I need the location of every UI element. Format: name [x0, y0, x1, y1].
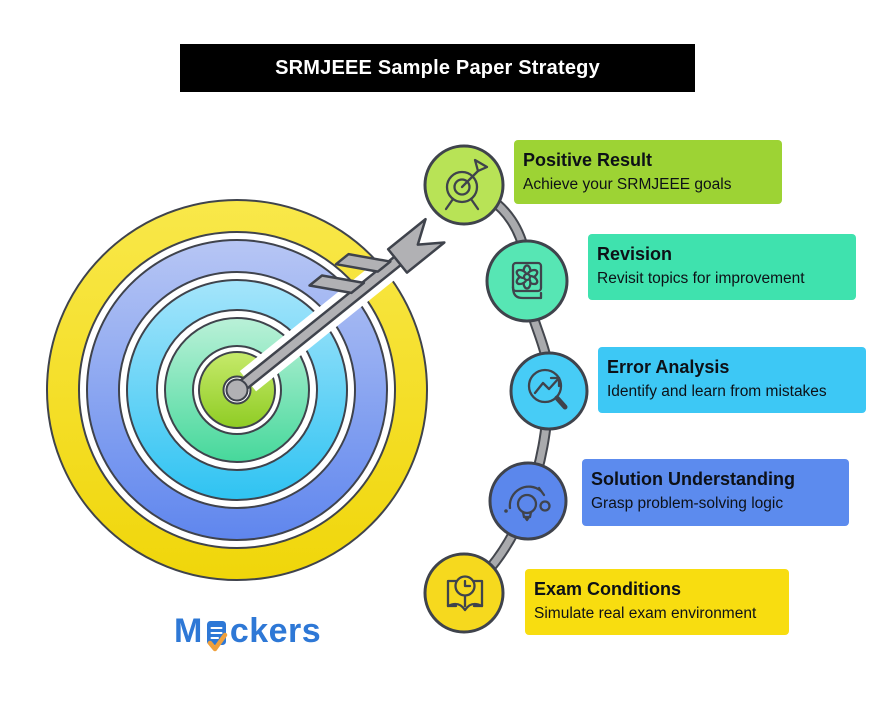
step-box-revision: Revision Revisit topics for improvement: [588, 234, 856, 300]
step-description: Revisit topics for improvement: [597, 270, 805, 287]
step-box-positive-result: Positive Result Achieve your SRMJEEE goa…: [514, 140, 782, 204]
arrow-nock: [386, 217, 446, 274]
step-description: Simulate real exam environment: [534, 605, 757, 622]
step-box-exam-conditions: Exam Conditions Simulate real exam envir…: [525, 569, 789, 635]
step-heading: Solution Understanding: [591, 469, 795, 489]
lightbulb-icon: [488, 461, 568, 541]
page-title: SRMJEEE Sample Paper Strategy: [275, 56, 600, 79]
arrow-icon: [225, 213, 453, 402]
step-description: Grasp problem-solving logic: [591, 495, 784, 512]
step-heading: Positive Result: [523, 150, 653, 170]
logo-text-suffix: ckers: [229, 612, 322, 650]
book-gear-icon: [485, 239, 569, 323]
open-book-clock-icon: [423, 552, 505, 634]
title-bar: SRMJEEE Sample Paper Strategy: [180, 44, 695, 92]
step-description: Achieve your SRMJEEE goals: [523, 176, 732, 193]
bullseye-dot: [225, 378, 249, 402]
step-box-error-analysis: Error Analysis Identify and learn from m…: [598, 347, 866, 413]
logo-text-prefix: M: [174, 612, 203, 650]
step-description: Identify and learn from mistakes: [607, 383, 827, 400]
step-heading: Revision: [597, 244, 673, 264]
step-heading: Error Analysis: [607, 357, 730, 377]
arrow-feather: [334, 252, 392, 273]
logo-document-icon: [206, 621, 228, 652]
step-box-solution-understanding: Solution Understanding Grasp problem-sol…: [582, 459, 849, 526]
target-arrow-icon: [423, 144, 505, 226]
magnifier-chart-icon: [509, 351, 589, 431]
step-heading: Exam Conditions: [534, 579, 682, 599]
mockers-logo: M ckers: [174, 613, 321, 652]
logo-checkmark: [207, 632, 228, 652]
arrow-feather: [308, 274, 366, 295]
gear-flower: [515, 264, 539, 290]
